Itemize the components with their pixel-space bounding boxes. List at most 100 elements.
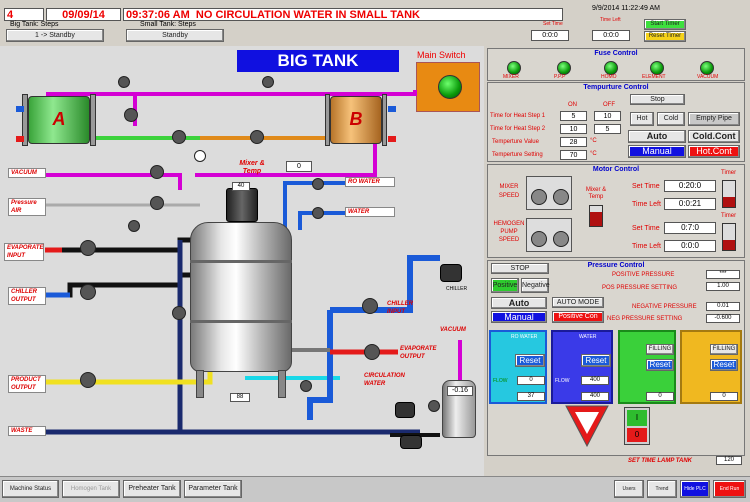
- reset-timer-button[interactable]: Reset Timer: [644, 31, 686, 42]
- label-product-output: PRODUCT OUTPUT: [8, 375, 46, 393]
- ro-water-reset-button[interactable]: Reset: [515, 354, 545, 367]
- cold-button[interactable]: Cold: [657, 112, 685, 126]
- users-button[interactable]: Users: [614, 480, 644, 498]
- header-time-left-value: 0:0:0: [592, 30, 630, 41]
- vessel-leg-left: [196, 370, 204, 398]
- pressure-stop-button[interactable]: STOP: [491, 263, 549, 274]
- warning-triangle-icon[interactable]: [564, 404, 610, 448]
- big-tank-step-display[interactable]: 1 -> Standby: [6, 29, 104, 42]
- valve-icon[interactable]: [172, 306, 186, 320]
- homo-speed-dial[interactable]: [526, 218, 572, 252]
- filling-1-reset-button[interactable]: Reset: [646, 359, 674, 371]
- hot-button[interactable]: Hot: [630, 112, 654, 126]
- machine-status-button[interactable]: Machine Status: [2, 480, 59, 498]
- neg-pressure-setting-input[interactable]: -0.600: [706, 314, 740, 323]
- water-setting-value[interactable]: 400: [581, 392, 609, 401]
- mixer-speed-dial[interactable]: [526, 176, 572, 210]
- valve-icon[interactable]: [250, 130, 264, 144]
- negative-button[interactable]: Negative: [521, 278, 550, 293]
- filling-2-reset-button[interactable]: Reset: [710, 359, 738, 371]
- mixer-set-time[interactable]: 0:20:0: [664, 180, 716, 192]
- heat-step-1-on[interactable]: 5: [560, 111, 587, 121]
- positive-pressure-value: ***: [706, 270, 740, 279]
- valve-icon[interactable]: [428, 400, 440, 412]
- temperature-value-label: Temperture Value: [492, 139, 539, 145]
- valve-icon[interactable]: [362, 298, 378, 314]
- end-run-button[interactable]: End Run: [713, 480, 746, 498]
- valve-icon[interactable]: [124, 108, 138, 122]
- vessel-bands-2: [190, 320, 292, 323]
- small-tank-step-display[interactable]: Standby: [126, 29, 224, 42]
- mixer-time-left: 0:0:21: [664, 198, 716, 210]
- valve-icon[interactable]: [128, 220, 140, 232]
- water-reset-button[interactable]: Reset: [581, 354, 611, 367]
- temperature-stop-button[interactable]: Stop: [630, 94, 685, 105]
- valve-icon[interactable]: [172, 130, 186, 144]
- positive-con-button[interactable]: Positive Con: [552, 311, 604, 323]
- cold-cont-button[interactable]: Cold.Cont: [688, 130, 740, 143]
- valve-icon[interactable]: [312, 178, 324, 190]
- preheater-tank-button[interactable]: Preheater Tank: [123, 480, 181, 498]
- valve-icon[interactable]: [80, 284, 96, 300]
- label-vacuum-left: VACUUM: [8, 168, 46, 178]
- mixer-temp-value: 0: [286, 161, 312, 172]
- homogen-tank-button[interactable]: Homogen Tank: [62, 480, 120, 498]
- valve-icon[interactable]: [312, 207, 324, 219]
- ro-water-setting-value[interactable]: 37: [517, 392, 545, 401]
- tank-b-flange-right: [382, 94, 387, 146]
- valve-icon[interactable]: [118, 76, 130, 88]
- valve-icon[interactable]: [364, 344, 380, 360]
- valve-icon[interactable]: [80, 240, 96, 256]
- filling-card-2: FILLING Reset 0: [680, 330, 742, 404]
- hide-plc-button[interactable]: Hide PLC: [680, 480, 710, 498]
- hot-cont-button[interactable]: Hot.Cont: [688, 145, 740, 158]
- motor-mixer-temp-label: Mixer & Temp: [585, 187, 607, 200]
- toggle-switch[interactable]: I 0: [624, 407, 650, 445]
- set-time-lamp-value[interactable]: 120: [716, 456, 742, 465]
- heat-step-2-off[interactable]: 5: [594, 124, 621, 134]
- water-flow-label: FLOW: [555, 378, 570, 384]
- pos-pressure-setting-input[interactable]: 1.00: [706, 282, 740, 291]
- heat-step-2-on[interactable]: 10: [560, 124, 587, 134]
- temperature-control-title: Tempurture Control: [583, 84, 649, 91]
- motor-value: 40: [232, 182, 250, 191]
- valve-icon[interactable]: [300, 380, 312, 392]
- homo-set-time-label: Set Time: [632, 225, 660, 232]
- valve-icon[interactable]: [150, 165, 164, 179]
- trend-button[interactable]: Trend: [647, 480, 677, 498]
- parameter-tank-button[interactable]: Parameter Tank: [184, 480, 242, 498]
- fuse-lamp-element: [650, 61, 664, 75]
- empty-pipe-button[interactable]: Empty Pipe: [688, 112, 740, 126]
- auto-mode-button[interactable]: AUTO MODE: [552, 297, 604, 308]
- valve-icon[interactable]: [262, 76, 274, 88]
- mixer-motor: [226, 188, 258, 222]
- temperature-auto-button[interactable]: Auto: [628, 130, 686, 143]
- filling-1-value: 0: [646, 392, 674, 401]
- temperature-manual-button[interactable]: Manual: [628, 145, 686, 158]
- circulation-pump-icon[interactable]: [395, 402, 415, 418]
- temperature-value: 28: [560, 137, 587, 147]
- filling-1-button[interactable]: FILLING: [646, 344, 674, 355]
- knob-icon: [531, 189, 547, 205]
- filling-2-value: 0: [710, 392, 738, 401]
- pressure-auto-button[interactable]: Auto: [491, 297, 547, 309]
- temperature-setting-input[interactable]: 70: [560, 150, 587, 160]
- valve-icon[interactable]: [80, 372, 96, 388]
- fuse-lamp-mixer: [507, 61, 521, 75]
- chiller-pump-icon[interactable]: [440, 264, 462, 282]
- valve-icon[interactable]: [194, 150, 206, 162]
- negative-pressure-label: NEGATIVE PRESSURE: [632, 304, 697, 310]
- homo-set-time[interactable]: 0:7:0: [664, 222, 716, 234]
- neg-pressure-setting-label: NEG PRESSURE SETTING: [607, 316, 683, 322]
- waste-pump-icon[interactable]: [400, 435, 422, 449]
- start-timer-button[interactable]: Start Timer: [644, 19, 686, 30]
- valve-icon[interactable]: [150, 196, 164, 210]
- pressure-manual-button[interactable]: Manual: [491, 311, 547, 323]
- positive-button[interactable]: Positive: [491, 278, 519, 293]
- ro-water-flow-label: FLOW: [493, 378, 508, 384]
- fuse-lamp-homo: [604, 61, 618, 75]
- main-switch-button[interactable]: [416, 62, 480, 112]
- heat-step-1-off[interactable]: 10: [594, 111, 621, 121]
- filling-2-button[interactable]: FILLING: [710, 344, 738, 355]
- ro-water-flow-value: 0: [517, 376, 545, 385]
